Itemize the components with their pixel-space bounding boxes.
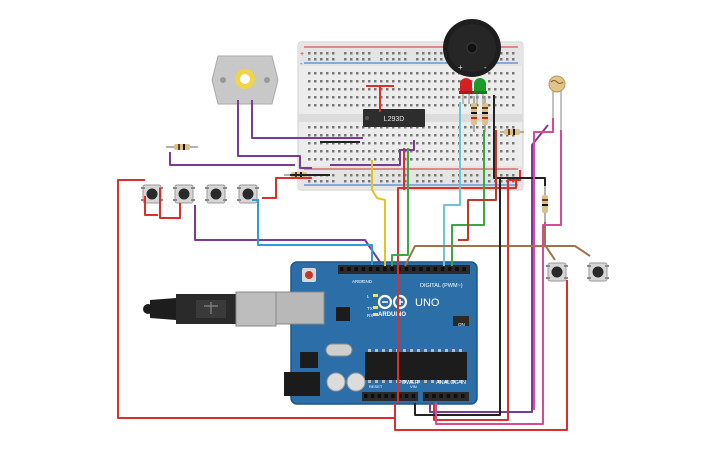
- wire-brown: [544, 222, 556, 261]
- resistor[interactable]: [166, 144, 198, 150]
- analog-label: ANALOG IN: [436, 380, 466, 386]
- wire-blue: [252, 199, 373, 265]
- push-button[interactable]: [237, 184, 259, 204]
- piezo-buzzer[interactable]: + -: [443, 19, 501, 77]
- wire-red: [394, 280, 568, 431]
- resistor[interactable]: [500, 129, 524, 135]
- arduino-brand: ARDUINO: [378, 312, 406, 318]
- wire-purple: [251, 100, 363, 139]
- wire-red: [262, 177, 312, 199]
- photoresistor[interactable]: [548, 75, 566, 130]
- wire-black: [414, 178, 501, 416]
- aref-label: AREF: [352, 279, 364, 284]
- buzzer-minus-label: -: [484, 63, 487, 72]
- wire-purple: [330, 140, 415, 166]
- on-label: ON: [458, 322, 465, 327]
- arduino-model: UNO: [415, 297, 440, 309]
- atmega-chip: [365, 352, 467, 380]
- wire-pink: [533, 118, 554, 410]
- power-label: POWER: [398, 380, 419, 386]
- power-analog-header: [364, 394, 465, 398]
- l293d-chip[interactable]: L293D: [363, 109, 425, 127]
- wire-black: [493, 95, 546, 186]
- chip-label: L293D: [384, 116, 405, 123]
- usb-cable: [143, 291, 277, 327]
- resistor[interactable]: [542, 186, 548, 222]
- resistor[interactable]: [482, 96, 488, 132]
- usb-port: [273, 291, 325, 325]
- rail-minus-label: -: [300, 59, 303, 68]
- digital-label: DIGITAL (PWM~): [420, 283, 463, 289]
- wire-cyan: [443, 102, 461, 266]
- dc-motor[interactable]: [211, 55, 279, 105]
- reset-label: RESET: [369, 384, 383, 389]
- wire-red: [458, 130, 497, 241]
- wire-green: [391, 148, 409, 266]
- led-red[interactable]: [459, 78, 473, 104]
- wire-red: [144, 196, 158, 216]
- led-green[interactable]: [473, 78, 487, 104]
- wire-purple: [237, 100, 312, 169]
- led-rx-label: RX: [367, 313, 373, 318]
- resistor[interactable]: [471, 96, 477, 132]
- push-button[interactable]: [205, 184, 227, 204]
- vin-label: VIN: [410, 384, 417, 389]
- led-tx-label: TX: [367, 306, 373, 311]
- buzzer-plus-label: +: [458, 63, 463, 72]
- reset-button[interactable]: [305, 271, 313, 279]
- gnd-label: GND: [362, 279, 373, 284]
- wire-red: [159, 188, 181, 219]
- arduino-uno[interactable]: ARDUINO UNO DIGITAL (PWM~) AREF GND L TX…: [273, 261, 478, 405]
- wire-red: [397, 178, 517, 403]
- push-buttons-right: [546, 262, 609, 282]
- push-button[interactable]: [587, 262, 609, 282]
- arduino-logo-icon: [377, 294, 408, 310]
- push-button[interactable]: [173, 184, 195, 204]
- wires: [117, 85, 591, 431]
- wire-yellow: [371, 160, 386, 266]
- power-jack: [284, 372, 320, 396]
- wire-purple: [429, 124, 549, 413]
- push-button[interactable]: [546, 262, 568, 282]
- wire-purple: [169, 152, 295, 166]
- led-l-label: L: [367, 294, 370, 299]
- wire-pink: [435, 130, 562, 425]
- wire-brown: [404, 245, 591, 267]
- rail-plus-label: +: [300, 51, 304, 58]
- digital-header: [340, 267, 466, 271]
- wire-purple: [194, 205, 381, 263]
- push-buttons-left: [141, 184, 259, 204]
